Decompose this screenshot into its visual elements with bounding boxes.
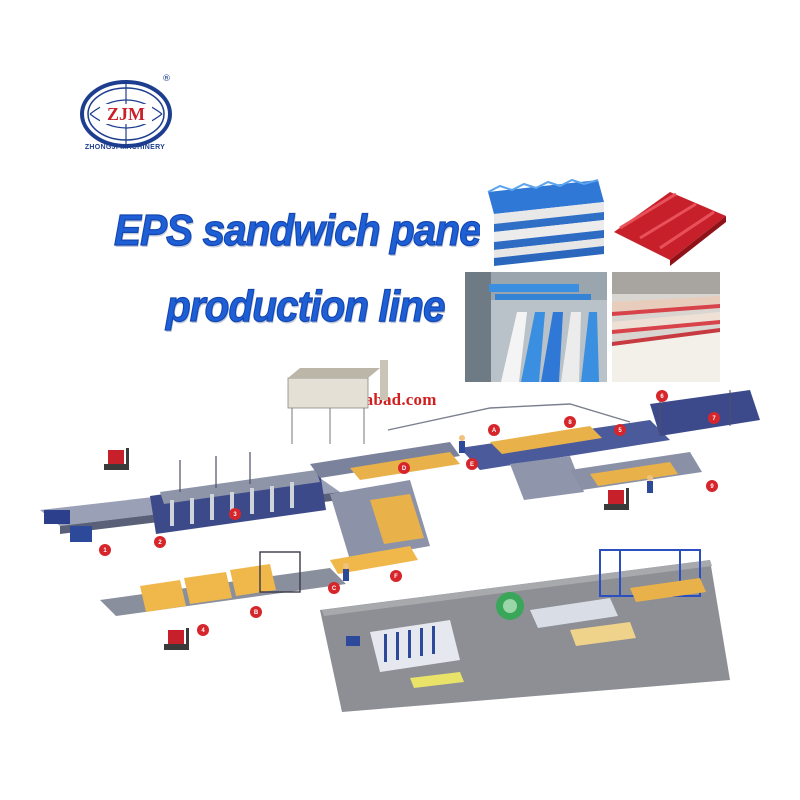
panel-icon xyxy=(610,172,730,268)
svg-text:A: A xyxy=(492,428,497,434)
right-section xyxy=(459,390,760,510)
step-marker-c: C xyxy=(328,582,340,594)
step-marker-4: 4 xyxy=(197,624,209,636)
production-line-illustration: 1 2 3 4 5 6 7 8 9 A B C D E F xyxy=(30,360,770,720)
step-marker-d: D xyxy=(398,462,410,474)
logo-text: ZJM xyxy=(107,104,145,124)
logo-caption: ZHONGJI MACHINERY xyxy=(84,144,166,151)
svg-text:7: 7 xyxy=(712,416,716,422)
step-markers: 1 2 3 4 5 6 7 8 9 A B C D E F xyxy=(99,390,720,636)
svg-text:5: 5 xyxy=(618,428,622,434)
zjm-logo: ZJM xyxy=(78,78,174,156)
svg-text:4: 4 xyxy=(201,628,205,634)
panel-stack-icon xyxy=(480,172,608,268)
photo-panel-cross-section xyxy=(612,272,720,382)
svg-text:C: C xyxy=(332,586,337,592)
svg-text:F: F xyxy=(394,574,398,580)
step-marker-3: 3 xyxy=(229,508,241,520)
title-line-2: production line xyxy=(165,281,446,331)
central-section xyxy=(287,360,631,581)
title-line-1: EPS sandwich panel xyxy=(113,205,492,255)
photo-red-panel xyxy=(610,172,730,268)
step-marker-f: F xyxy=(390,570,402,582)
step-marker-8: 8 xyxy=(564,416,576,428)
svg-text:8: 8 xyxy=(568,420,572,426)
factory-icon xyxy=(465,272,607,382)
svg-text:E: E xyxy=(470,462,474,468)
svg-text:6: 6 xyxy=(660,394,664,400)
svg-text:9: 9 xyxy=(710,484,714,490)
photo-factory-panels xyxy=(465,272,607,382)
photo-blue-panel-stack xyxy=(480,172,608,268)
main-line xyxy=(40,448,340,542)
step-marker-5: 5 xyxy=(614,424,626,436)
step-marker-1: 1 xyxy=(99,544,111,556)
step-marker-9: 9 xyxy=(706,480,718,492)
svg-text:1: 1 xyxy=(103,548,107,554)
step-marker-a: A xyxy=(488,424,500,436)
production-line-diagram: 1 2 3 4 5 6 7 8 9 A B C D E F xyxy=(40,360,760,712)
step-marker-b: B xyxy=(250,606,262,618)
factory-layout-inset xyxy=(320,549,730,712)
step-marker-e: E xyxy=(466,458,478,470)
panel-section-icon xyxy=(612,272,720,382)
svg-text:3: 3 xyxy=(233,512,237,518)
step-marker-2: 2 xyxy=(154,536,166,548)
output-section xyxy=(100,551,346,650)
zjm-logo-emblem-icon: ZJM xyxy=(80,80,172,148)
step-marker-6: 6 xyxy=(656,390,668,402)
step-marker-7: 7 xyxy=(708,412,720,424)
svg-text:D: D xyxy=(402,466,407,472)
svg-text:2: 2 xyxy=(158,540,162,546)
registered-mark: ® xyxy=(162,74,171,84)
svg-text:B: B xyxy=(254,610,259,616)
